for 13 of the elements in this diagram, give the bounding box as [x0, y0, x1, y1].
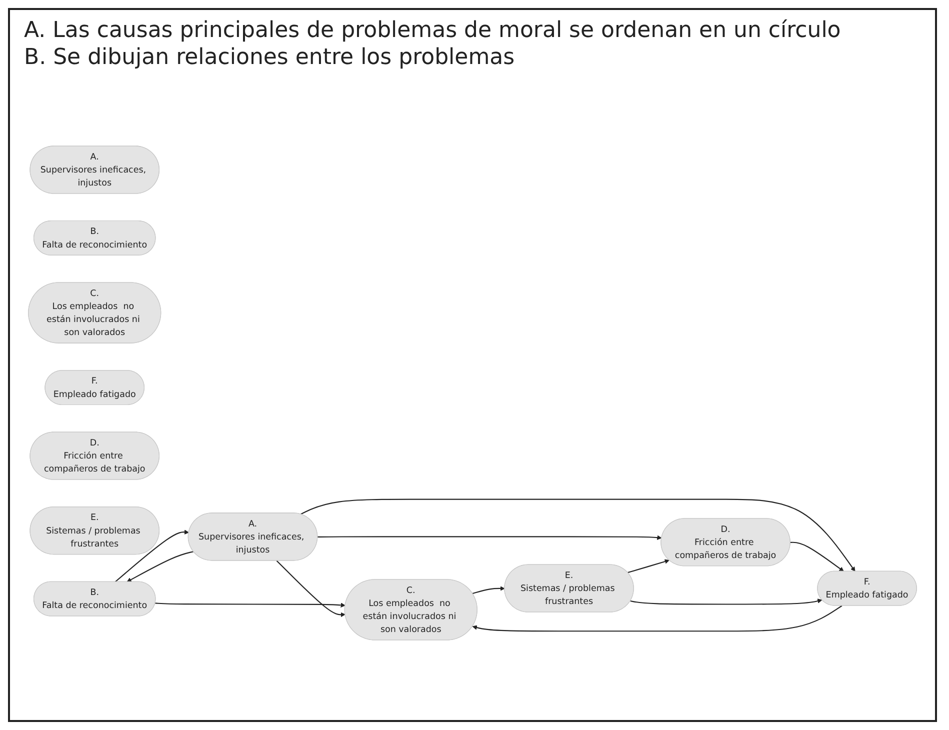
arrow	[318, 535, 662, 540]
arrow	[276, 560, 346, 618]
arrow	[472, 605, 842, 632]
arrow	[628, 559, 670, 574]
section-heading: B. Se dibujan relaciones entre los problemas	[24, 45, 516, 70]
arrow	[790, 542, 844, 572]
arrow	[114, 530, 190, 582]
arrow	[300, 498, 856, 572]
arrow	[155, 602, 346, 608]
arrow	[126, 551, 194, 582]
arrow	[630, 598, 822, 605]
section-heading: A. Las causas principales de problemas de moral se ordenan en un círculo	[24, 18, 842, 43]
arrow	[472, 586, 505, 594]
